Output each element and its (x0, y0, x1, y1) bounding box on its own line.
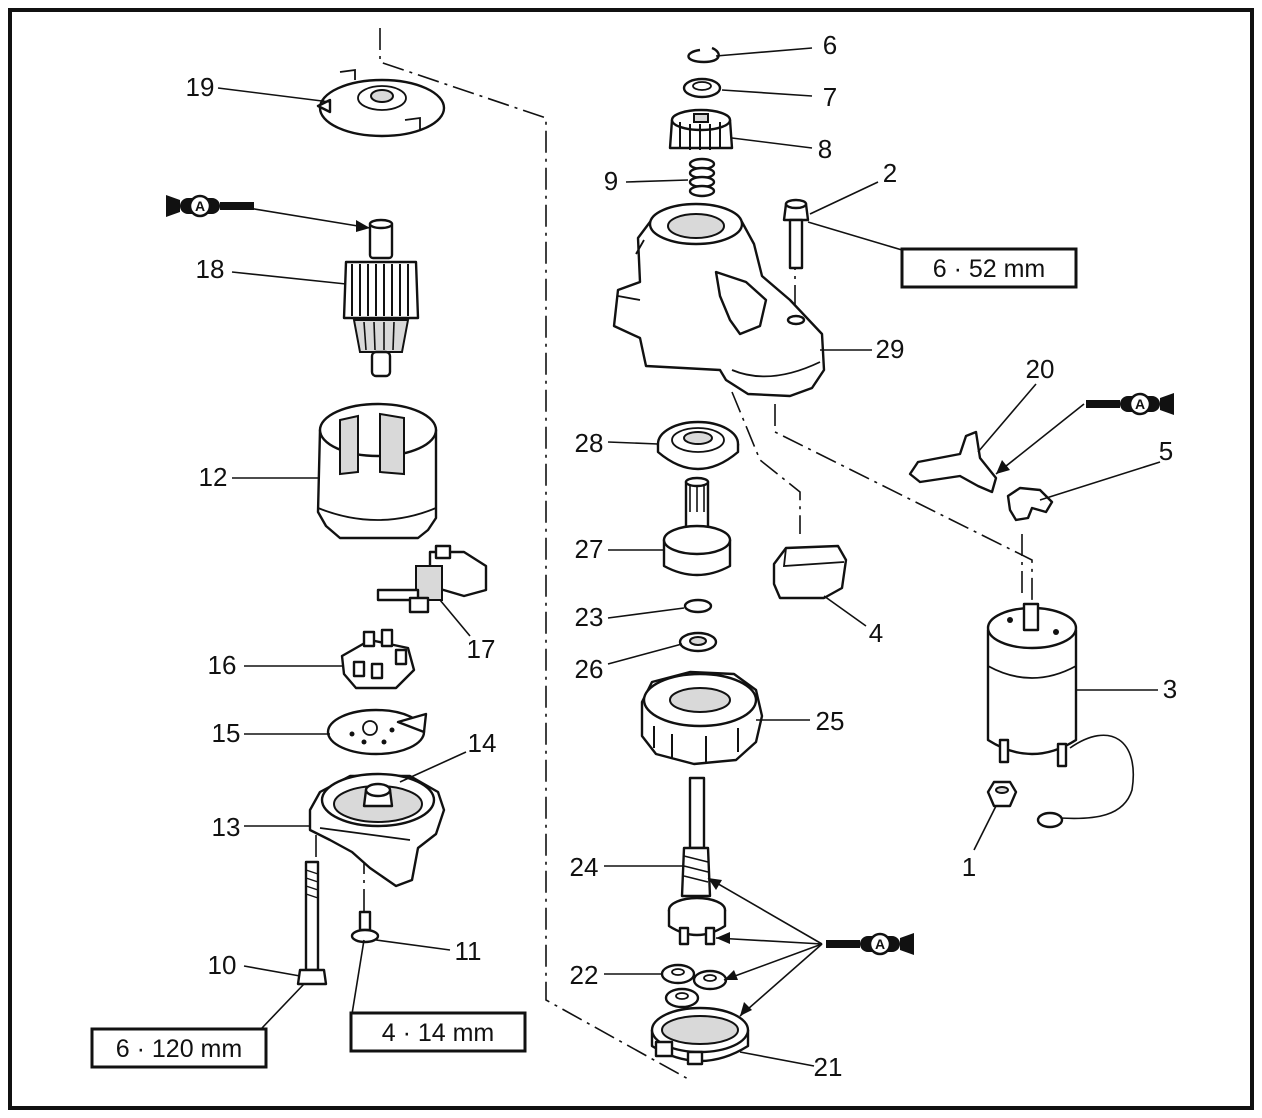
part-21-internal-gear (650, 1006, 750, 1066)
svg-text:A: A (1135, 396, 1145, 412)
part-29-front-cover (612, 202, 826, 398)
part-4-rubber-block (772, 544, 848, 600)
svg-text:A: A (195, 198, 205, 214)
svg-text:6 · 120 mm: 6 · 120 mm (116, 1035, 242, 1063)
callout-26: 26 (575, 654, 604, 684)
callout-3: 3 (1163, 674, 1177, 704)
spec-box-bolt-10: 6 · 120 mm (90, 1027, 268, 1069)
part-3-solenoid (986, 602, 1135, 829)
spec-box-bolt-29: 6 · 52 mm (900, 247, 1078, 289)
callout-20: 20 (1026, 354, 1055, 384)
grease-pointers (235, 205, 1085, 1017)
part-7-stop-collar (682, 77, 722, 99)
part-23-stop-ring (683, 598, 713, 614)
callout-11: 11 (455, 936, 482, 966)
leader-lines (217, 47, 1161, 1067)
callout-29: 29 (876, 334, 905, 364)
part-17-brush-holder (376, 544, 488, 614)
part-11-screw (350, 910, 380, 944)
callout-19: 19 (186, 72, 215, 102)
part-9-spring (688, 157, 716, 198)
part-18-armature (342, 218, 420, 378)
part-10-through-bolt (296, 860, 328, 986)
part-28-bearing (656, 420, 740, 471)
part-8-pinion-gear (668, 108, 734, 150)
callout-5: 5 (1159, 436, 1173, 466)
callout-2: 2 (883, 158, 897, 188)
callout-21: 21 (814, 1052, 843, 1082)
part-19-plate (316, 68, 446, 138)
callout-23: 23 (575, 602, 604, 632)
callout-6: 6 (823, 30, 837, 60)
callout-17: 17 (467, 634, 496, 664)
part-26-thrust-washer (678, 631, 718, 653)
callout-24: 24 (570, 852, 599, 882)
part-1-nut (986, 780, 1018, 808)
callout-18: 18 (196, 254, 225, 284)
spec-box-screw-11: 4 · 14 mm (349, 1011, 527, 1053)
callout-14: 14 (468, 728, 497, 758)
svg-text:6 · 52 mm: 6 · 52 mm (933, 255, 1046, 283)
callout-13: 13 (212, 812, 241, 842)
grease-gun-icon: A (1084, 391, 1176, 417)
part-5-spring-clip (1006, 486, 1054, 522)
grease-gun-icon: A (164, 193, 256, 219)
callout-10: 10 (208, 950, 237, 980)
part-20-shift-lever (908, 430, 998, 494)
callout-7: 7 (823, 82, 837, 112)
callout-12: 12 (199, 462, 228, 492)
callout-1: 1 (962, 852, 976, 882)
svg-text:4 · 14 mm: 4 · 14 mm (382, 1019, 495, 1047)
part-2-bolt (782, 198, 810, 270)
callout-25: 25 (816, 706, 845, 736)
part-25-center-bracket (640, 670, 764, 766)
callout-8: 8 (818, 134, 832, 164)
part-22-planetary-gears (660, 963, 728, 1009)
part-16-brush-plate (340, 628, 416, 690)
callout-labels: 19 18 12 17 16 15 14 13 10 11 6 7 8 9 2 … (186, 30, 1178, 1082)
callout-4: 4 (869, 618, 883, 648)
callout-22: 22 (570, 960, 599, 990)
callout-16: 16 (208, 650, 237, 680)
callout-27: 27 (575, 534, 604, 564)
part-13-end-frame (308, 772, 446, 888)
part-6-snap-ring (687, 46, 720, 64)
part-24-planetary-shaft (667, 776, 727, 946)
svg-text:A: A (875, 936, 885, 952)
diagram-border (8, 8, 1254, 1110)
part-12-yoke (316, 402, 438, 540)
grease-gun-icon: A (824, 931, 916, 957)
callout-15: 15 (212, 718, 241, 748)
callout-28: 28 (575, 428, 604, 458)
part-15-insulator-plate (326, 708, 428, 756)
part-27-drive-shaft (662, 476, 732, 577)
callout-9: 9 (604, 166, 618, 196)
